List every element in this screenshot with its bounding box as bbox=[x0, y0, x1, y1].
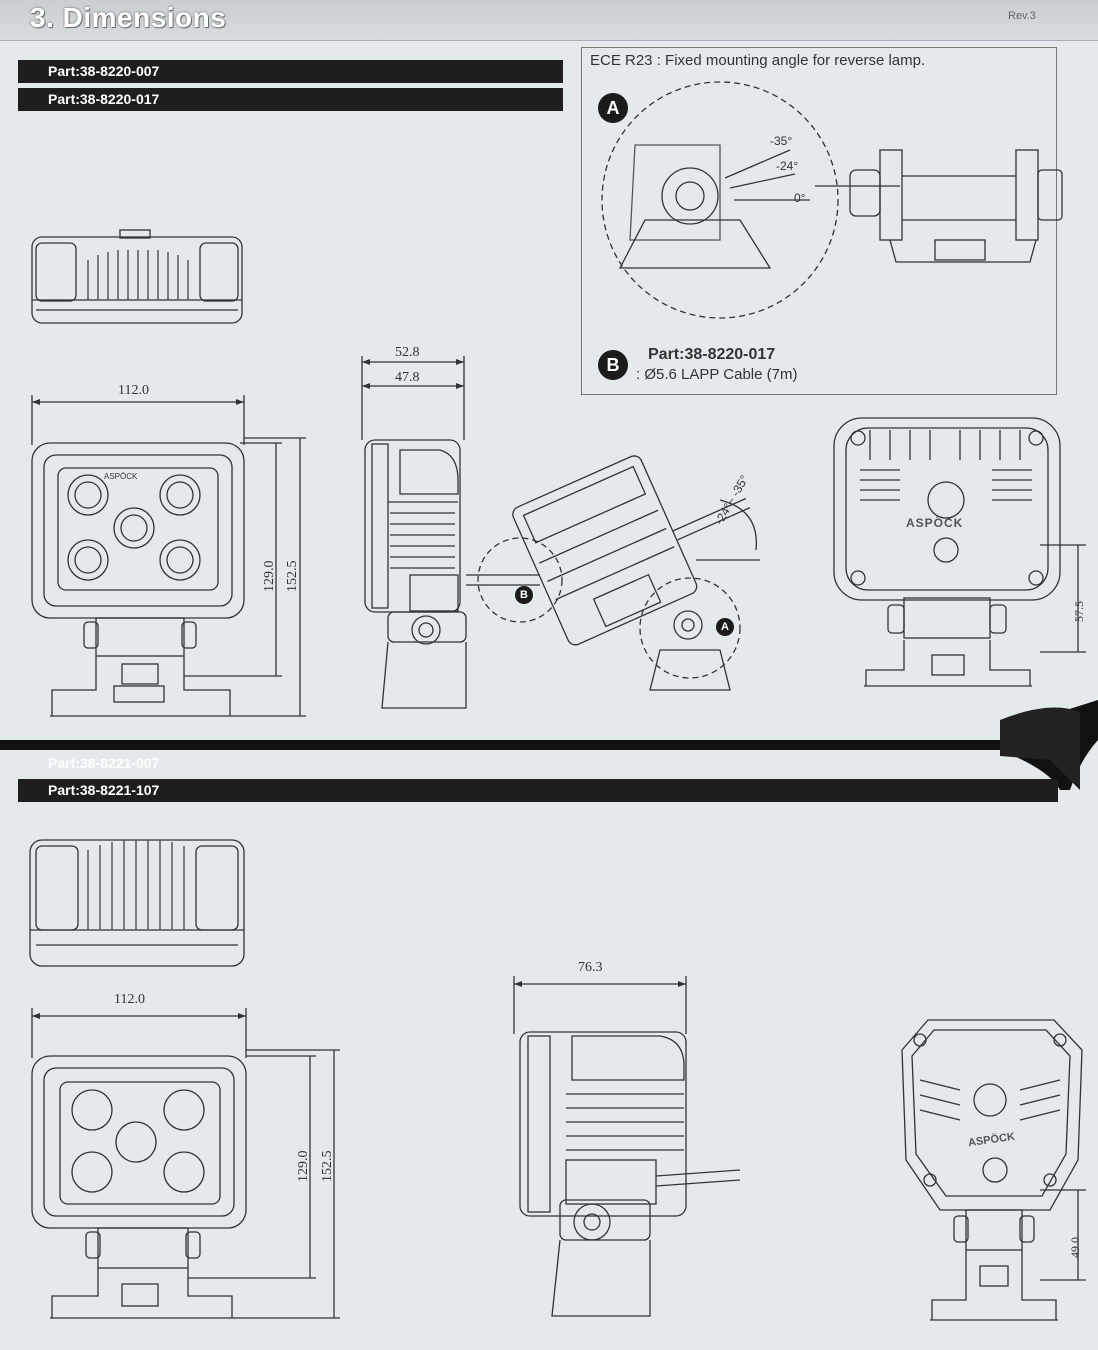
part-bar-3: Part:38-8221-007 bbox=[18, 752, 1028, 775]
rear-view-lamp-2 bbox=[901, 1019, 1083, 1321]
dim-depth-bottom: 76.3 bbox=[578, 960, 603, 975]
dim-width-top: 112.0 bbox=[118, 383, 149, 398]
top-view-lamp-2 bbox=[29, 839, 245, 967]
dimension-arrows bbox=[32, 359, 686, 1019]
cable-spec: : Ø5.6 LAPP Cable (7m) bbox=[636, 366, 798, 383]
badge-b: B bbox=[598, 350, 628, 380]
front-view-lamp-2 bbox=[31, 1055, 247, 1319]
part-bar-2: Part:38-8220-017 bbox=[18, 88, 563, 111]
brand-logo: ASPÖCK bbox=[104, 472, 138, 481]
part-number: Part:38-8220-007 bbox=[48, 63, 160, 79]
angle-0-label: 0° bbox=[794, 191, 806, 205]
dim-rear-height-top: 57.5 bbox=[1072, 601, 1086, 622]
side-view-lamp bbox=[364, 439, 467, 709]
dim-rear-height-bottom: 49.0 bbox=[1068, 1237, 1082, 1258]
badge-a: A bbox=[598, 93, 628, 123]
rear-view-lamp bbox=[833, 417, 1061, 687]
ece-mounting-box: ECE R23 : Fixed mounting angle for rever… bbox=[581, 47, 1057, 395]
part-number: Part:38-8220-017 bbox=[48, 91, 160, 107]
ece-part-number: Part:38-8220-017 bbox=[648, 346, 776, 363]
dim-depth2-top: 47.8 bbox=[395, 370, 420, 385]
angle-24-label: -24° bbox=[776, 159, 799, 173]
brand-logo-rear: ASPÖCK bbox=[906, 516, 964, 530]
marker-b: B bbox=[515, 586, 533, 604]
revision-label: Rev.3 bbox=[1008, 10, 1036, 22]
dim-depth1-top: 52.8 bbox=[395, 345, 420, 360]
part-number: Part:38-8221-107 bbox=[48, 782, 160, 798]
side-view-lamp-2 bbox=[519, 1031, 741, 1317]
marker-a: A bbox=[716, 618, 734, 636]
part-bar-4: Part:38-8221-107 bbox=[18, 779, 1058, 802]
page-header: 3. Dimensions Rev.3 bbox=[0, 0, 1098, 41]
angle-35-label: -35° bbox=[770, 134, 793, 148]
dim-height2-top: 152.5 bbox=[285, 560, 300, 593]
tilted-section-view bbox=[512, 455, 751, 646]
front-view-lamp bbox=[31, 442, 245, 717]
dim-height1-top: 129.0 bbox=[262, 560, 277, 593]
dim-height1-bottom: 129.0 bbox=[296, 1150, 311, 1183]
dim-height2-bottom: 152.5 bbox=[320, 1150, 335, 1183]
top-view-lamp bbox=[31, 229, 243, 324]
part-bar-1: Part:38-8220-007 bbox=[18, 60, 563, 83]
part-number: Part:38-8221-007 bbox=[48, 755, 160, 771]
section-divider bbox=[0, 700, 1098, 790]
dim-width-bottom: 112.0 bbox=[114, 992, 145, 1007]
page-title: 3. Dimensions bbox=[30, 2, 227, 33]
ece-caption: ECE R23 : Fixed mounting angle for rever… bbox=[590, 52, 926, 69]
